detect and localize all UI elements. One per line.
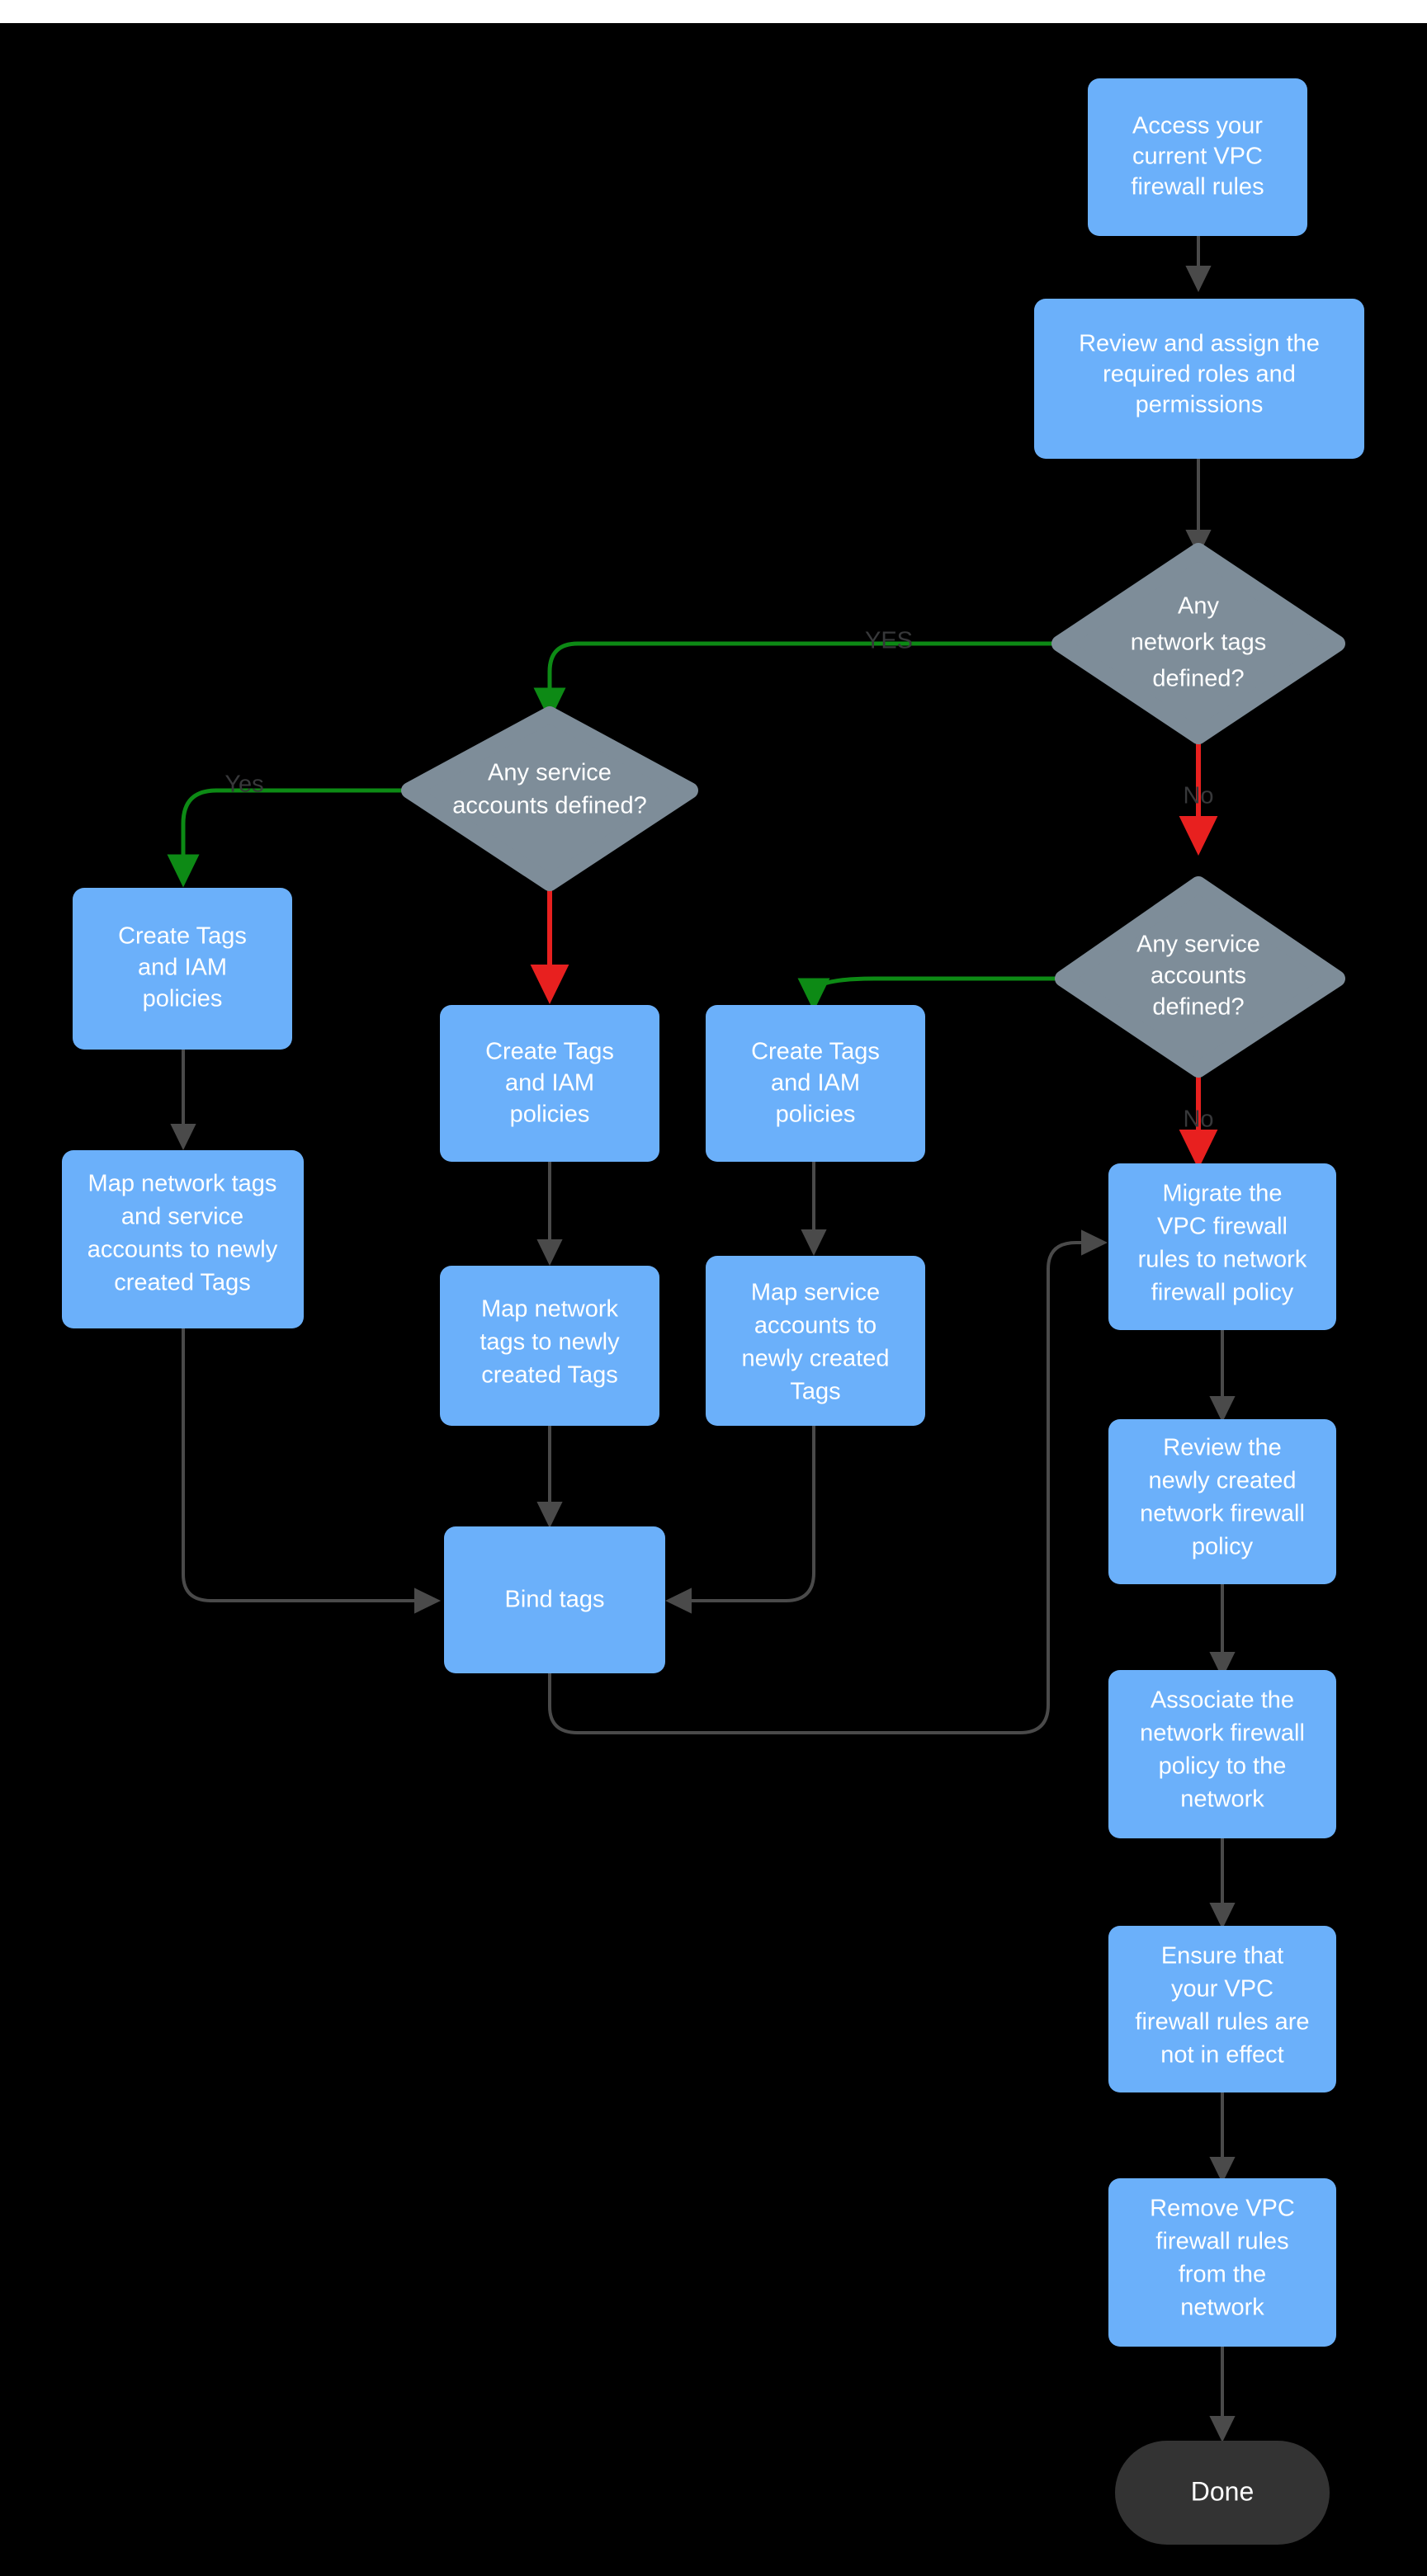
node-associate-line-2: policy to the xyxy=(1159,1753,1287,1780)
node-map-service-accounts-line-1: accounts to xyxy=(754,1313,877,1339)
node-migrate-rules[interactable]: Migrate the VPC firewall rules to networ… xyxy=(1108,1163,1336,1330)
node-map-service-accounts-line-2: newly created xyxy=(742,1346,890,1372)
node-create-tags-mid-line-2: policies xyxy=(510,1102,590,1128)
node-remove-rules[interactable]: Remove VPC firewall rules from the netwo… xyxy=(1108,2178,1336,2347)
node-map-service-accounts[interactable]: Map service accounts to newly created Ta… xyxy=(706,1256,925,1426)
node-ensure-line-0: Ensure that xyxy=(1161,1943,1283,1970)
node-ensure-line-2: firewall rules are xyxy=(1135,2009,1309,2036)
node-migrate-line-0: Migrate the xyxy=(1162,1181,1282,1207)
node-remove-line-2: from the xyxy=(1179,2262,1266,2288)
nodes-layer: Access your current VPC firewall rules R… xyxy=(62,78,1364,2545)
node-review-policy-line-2: network firewall xyxy=(1140,1501,1305,1527)
node-service-accounts-right[interactable]: Any service accounts defined? xyxy=(1055,876,1345,1078)
node-service-accounts-right-line-0: Any service xyxy=(1136,932,1260,958)
node-bind-tags[interactable]: Bind tags xyxy=(444,1526,665,1673)
node-create-tags-left-line-0: Create Tags xyxy=(118,923,247,950)
node-review-roles-line-0: Review and assign the xyxy=(1079,331,1320,357)
node-ensure-line-3: not in effect xyxy=(1160,2042,1283,2069)
node-associate-line-0: Associate the xyxy=(1151,1687,1294,1714)
node-map-both-line-3: created Tags xyxy=(114,1270,251,1296)
edge-service-accounts-right-yes xyxy=(797,976,1086,1012)
edge-label-service-accounts-right-no: No xyxy=(1183,1106,1213,1133)
node-access-vpc-line-0: Access your xyxy=(1132,113,1263,139)
node-review-roles-line-2: permissions xyxy=(1136,392,1264,418)
node-network-tags-line-2: defined? xyxy=(1152,666,1244,692)
node-remove-line-1: firewall rules xyxy=(1155,2229,1288,2255)
edge-bind-tags-to-migrate xyxy=(548,1229,1108,1734)
node-access-vpc-line-2: firewall rules xyxy=(1131,174,1264,201)
node-map-service-accounts-line-0: Map service xyxy=(751,1280,880,1306)
node-map-network-tags[interactable]: Map network tags to newly created Tags xyxy=(440,1266,659,1426)
node-remove-line-0: Remove VPC xyxy=(1150,2196,1295,2222)
node-service-accounts-right-line-1: accounts xyxy=(1151,963,1246,989)
node-map-network-tags-line-0: Map network xyxy=(481,1296,619,1323)
node-access-vpc-line-1: current VPC xyxy=(1132,144,1263,170)
node-create-tags-right-line-2: policies xyxy=(776,1102,856,1128)
node-network-tags-line-0: Any xyxy=(1178,593,1219,620)
node-create-tags-right-line-1: and IAM xyxy=(771,1070,860,1097)
node-review-policy[interactable]: Review the newly created network firewal… xyxy=(1108,1419,1336,1584)
node-done-label: Done xyxy=(1191,2476,1255,2506)
node-service-accounts-left[interactable]: Any service accounts defined? xyxy=(401,706,698,891)
node-service-accounts-left-line-1: accounts defined? xyxy=(452,793,646,819)
edge-labels-layer: YES No Yes No xyxy=(224,628,1213,1133)
node-migrate-line-1: VPC firewall xyxy=(1157,1214,1288,1240)
node-ensure-not-in-effect[interactable]: Ensure that your VPC firewall rules are … xyxy=(1108,1926,1336,2092)
flowchart-svg: YES No Yes No Access your current VPC fi… xyxy=(62,78,1364,2545)
node-create-tags-mid-line-0: Create Tags xyxy=(485,1039,614,1065)
node-associate-policy[interactable]: Associate the network firewall policy to… xyxy=(1108,1670,1336,1838)
node-map-both[interactable]: Map network tags and service accounts to… xyxy=(62,1150,304,1328)
node-create-tags-left-line-2: policies xyxy=(143,986,223,1012)
node-remove-line-3: network xyxy=(1180,2295,1264,2321)
diagram-surface: YES No Yes No Access your current VPC fi… xyxy=(0,23,1427,2576)
node-associate-line-1: network firewall xyxy=(1140,1720,1305,1747)
edge-map-both-to-bind-tags xyxy=(182,1328,441,1614)
node-review-roles[interactable]: Review and assign the required roles and… xyxy=(1034,299,1364,459)
edge-service-accounts-left-yes xyxy=(167,788,413,888)
node-review-policy-line-0: Review the xyxy=(1163,1435,1281,1461)
node-map-both-line-0: Map network tags xyxy=(88,1171,277,1197)
edges-layer xyxy=(167,236,1236,2442)
node-map-both-line-1: and service xyxy=(121,1204,243,1230)
edge-label-network-tags-yes: YES xyxy=(865,628,913,654)
node-create-tags-left-line-1: and IAM xyxy=(138,955,227,981)
node-access-vpc[interactable]: Access your current VPC firewall rules xyxy=(1088,78,1307,236)
node-review-policy-line-3: policy xyxy=(1192,1534,1254,1560)
node-service-accounts-left-line-0: Any service xyxy=(488,760,612,786)
node-done[interactable]: Done xyxy=(1115,2441,1330,2545)
node-review-policy-line-1: newly created xyxy=(1149,1468,1297,1494)
node-migrate-line-3: firewall policy xyxy=(1151,1280,1294,1306)
node-ensure-line-1: your VPC xyxy=(1171,1976,1273,2003)
node-map-network-tags-line-2: created Tags xyxy=(481,1362,618,1389)
node-bind-tags-line-0: Bind tags xyxy=(505,1587,605,1613)
node-service-accounts-right-line-2: defined? xyxy=(1152,994,1244,1021)
node-associate-line-3: network xyxy=(1180,1786,1264,1813)
node-create-tags-left[interactable]: Create Tags and IAM policies xyxy=(73,888,292,1050)
node-create-tags-mid-line-1: and IAM xyxy=(505,1070,594,1097)
node-map-network-tags-line-1: tags to newly xyxy=(480,1329,620,1356)
edge-label-service-accounts-left-yes: Yes xyxy=(224,771,263,798)
node-review-roles-line-1: required roles and xyxy=(1103,361,1296,388)
node-create-tags-right-line-0: Create Tags xyxy=(751,1039,880,1065)
node-create-tags-mid[interactable]: Create Tags and IAM policies xyxy=(440,1005,659,1162)
edge-network-tags-yes xyxy=(533,641,1086,721)
edge-map-service-accounts-to-bind-tags xyxy=(665,1426,815,1614)
node-network-tags-line-1: network tags xyxy=(1131,630,1266,656)
node-create-tags-right[interactable]: Create Tags and IAM policies xyxy=(706,1005,925,1162)
node-migrate-line-2: rules to network xyxy=(1138,1247,1307,1273)
edge-label-network-tags-no: No xyxy=(1183,783,1213,809)
node-map-service-accounts-line-3: Tags xyxy=(790,1379,840,1405)
node-network-tags-defined[interactable]: Any network tags defined? xyxy=(1051,543,1345,744)
node-map-both-line-2: accounts to newly xyxy=(87,1237,278,1263)
